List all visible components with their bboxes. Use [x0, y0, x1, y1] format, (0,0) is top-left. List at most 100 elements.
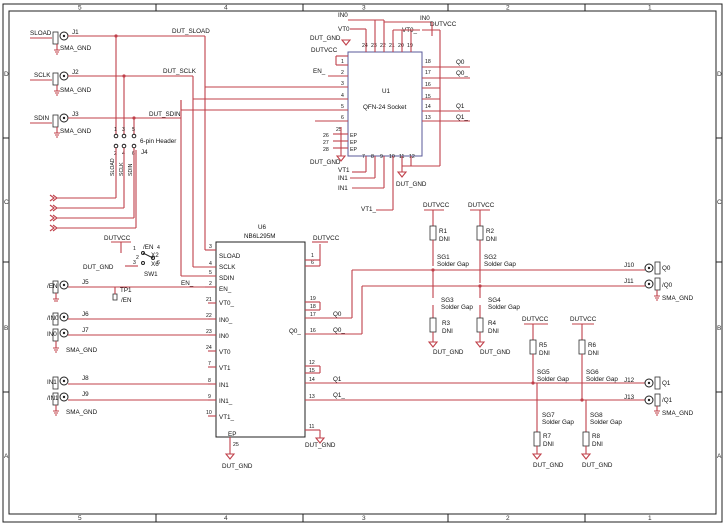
u1-net-vt1: VT1	[338, 167, 350, 174]
u1-pin-19: 19	[407, 43, 413, 49]
sw1-label-x6: X6	[151, 261, 159, 268]
u6-pin-21: 21	[206, 297, 212, 303]
u6-pin-16: 16	[310, 328, 316, 334]
row-label-c: C	[4, 199, 9, 206]
connector-j3: SDIN J3 SMA_GND	[30, 111, 134, 138]
sg5-label: Solder Gap	[537, 376, 569, 383]
u6-pin-vt0n: VT0_	[219, 300, 235, 307]
j7-net-label: IN0	[47, 331, 57, 338]
u1-pin-20: 20	[398, 43, 404, 49]
j9-ref: J9	[82, 391, 89, 398]
r4-ref: R4	[488, 320, 497, 327]
r5-dutvcc: DUTVCC	[522, 316, 549, 323]
sg1-label: Solder Gap	[437, 261, 469, 268]
j11-ref: J11	[624, 278, 634, 285]
j5-ref: J5	[82, 279, 89, 286]
connector-j1: SLOAD J1 SMA_GND	[30, 29, 116, 55]
col-label-2: 2	[506, 5, 510, 12]
sg8-ref: SG8	[590, 412, 603, 419]
col-label-3-bottom: 3	[362, 515, 366, 522]
u6-pin-vt0: VT0	[219, 349, 231, 356]
j4-pin-1: 1	[114, 127, 117, 133]
u1-ep-1: EP	[350, 133, 357, 139]
row-label-d: D	[4, 71, 9, 78]
j5-net-label: /EN	[47, 283, 58, 290]
j8-net-label: IN1	[47, 379, 57, 386]
connector-j8: IN1 J8	[47, 375, 208, 390]
j10-net-label: Q0	[662, 265, 671, 272]
u1-pin-6: 6	[341, 115, 344, 121]
r6-val: DNI	[588, 350, 599, 357]
u6-net-q0: Q0	[333, 311, 342, 318]
sw1-label-en: /EN	[143, 244, 154, 251]
j3-gnd-label: SMA_GND	[60, 128, 92, 135]
u1-pin-1: 1	[341, 59, 344, 65]
net-en-label: EN_	[181, 280, 194, 287]
r2-val: DNI	[486, 236, 497, 243]
u1-ref: U1	[382, 88, 391, 95]
r7-val: DNI	[543, 441, 554, 448]
resistor-icon	[529, 339, 537, 355]
col-label-4: 4	[224, 5, 228, 12]
r4-gnd: DUT_GND	[480, 349, 511, 356]
col-label-1-bottom: 1	[648, 515, 652, 522]
sw1-pin-1: 1	[133, 246, 136, 252]
row-label-a: A	[4, 453, 9, 460]
switch-sw1: DUTVCC 1 DUT_GND 3 /EN 4 X2 X6 SW1 2 6	[83, 235, 160, 278]
ground-icon	[53, 347, 59, 353]
u6-pin-sclk: SCLK	[219, 264, 236, 271]
ground-icon	[654, 410, 660, 416]
col-label-4-bottom: 4	[224, 515, 228, 522]
sg7-label: Solder Gap	[542, 419, 574, 426]
r8-ref: R8	[592, 433, 601, 440]
j1-gnd-label: SMA_GND	[60, 45, 92, 52]
connector-j7: IN0 J7 SMA_GND	[47, 327, 208, 354]
u6-dutvcc-label: DUTVCC	[313, 235, 340, 242]
u6-pin-9: 9	[208, 394, 211, 400]
u1-pin-21: 21	[389, 43, 395, 49]
row-label-b: B	[4, 325, 8, 332]
u6-pin-10: 10	[206, 410, 212, 416]
u6-pin-18: 18	[310, 304, 316, 310]
ground-icon	[53, 293, 59, 302]
testpoint-icon	[112, 293, 118, 301]
u1-pin-22: 22	[380, 43, 386, 49]
u6-pin-en: EN_	[219, 286, 232, 293]
j11-gnd-label: SMA_GND	[662, 295, 694, 302]
u6-pin-24: 24	[206, 345, 212, 351]
sg8-label: Solder Gap	[590, 419, 622, 426]
u1-pin-16: 16	[425, 82, 431, 88]
ground-triangle-icon	[580, 453, 592, 460]
u1-net-q0: Q0	[456, 59, 465, 66]
j7-ref: J7	[82, 327, 89, 334]
j11-net-label: /Q0	[662, 282, 673, 289]
resistor-icon	[582, 431, 590, 447]
u1-pin-18: 18	[425, 59, 431, 65]
u1-dutvcc-top: DUTVCC	[430, 21, 457, 28]
u1-pin-4: 4	[341, 93, 344, 99]
u1-net-vt0: VT0	[338, 26, 350, 33]
resistor-icon	[578, 339, 586, 355]
col-label-1: 1	[648, 5, 652, 12]
sheet-frame: 5 4 3 2 1 5 4 3 2 1 D C B A D C B A	[2, 3, 723, 523]
q0-termination: DUTVCC R1 DNI DUTVCC R2 DNI SG1 Solder G…	[351, 202, 645, 356]
u6-dut-gnd-right: DUT_GND	[305, 442, 336, 449]
socket-u1: U1 QFN-24 Socket 24 23 22 21 20 19 IN0 I…	[180, 12, 470, 213]
ground-triangle-icon	[474, 341, 486, 348]
u1-pin-13: 13	[425, 115, 431, 121]
u6-pin-3: 3	[209, 244, 212, 250]
u1-pin-28: 28	[323, 147, 329, 153]
offsheet-arrow-icon	[49, 224, 58, 232]
r3-gnd: DUT_GND	[433, 349, 464, 356]
tp1-ref: TP1	[120, 287, 132, 294]
j1-ref: J1	[72, 29, 79, 36]
u6-pin-in1: IN1	[219, 382, 229, 389]
u1-dut-gnd-bottom: DUT_GND	[396, 181, 427, 188]
u6-pin-vt1n: VT1_	[219, 414, 235, 421]
u6-pin-11: 11	[309, 424, 314, 430]
r7-ref: R7	[543, 433, 552, 440]
j13-gnd-label: SMA_GND	[662, 410, 694, 417]
u1-dutvcc-left: DUTVCC	[311, 47, 338, 54]
u1-dut-gnd-top: DUT_GND	[310, 35, 341, 42]
